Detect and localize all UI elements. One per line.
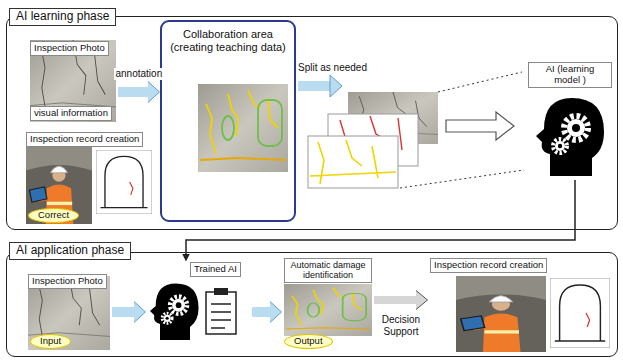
connector-arrow xyxy=(374,296,416,304)
photo-caption: Inspection record creation xyxy=(430,258,547,273)
photo-caption: Inspection record creation xyxy=(26,132,143,147)
photo-caption: Inspection Photo xyxy=(28,274,107,289)
inspection-photo xyxy=(30,40,116,122)
connector-label: Decision Support xyxy=(375,314,427,337)
clipboard-clip xyxy=(214,288,228,295)
photo-card: Automatic damage identificationOutput xyxy=(282,258,374,352)
connector-arrow xyxy=(112,307,134,317)
inspector-photo xyxy=(26,146,92,224)
ai-model-group: AI (learning model ) xyxy=(526,60,616,180)
clipboard xyxy=(206,292,236,334)
trained-ai-head-icon xyxy=(150,283,199,340)
badge-label: Correct xyxy=(28,208,79,223)
annotated-photo xyxy=(198,84,288,172)
split-image-lines xyxy=(310,140,396,184)
step-label: Split as needed xyxy=(296,62,369,74)
split-arrow-head xyxy=(330,75,342,97)
photo-caption: Automatic damage identification xyxy=(284,258,372,283)
photo-card: Inspection PhotoInput xyxy=(26,272,112,352)
connector-arrow xyxy=(186,180,575,254)
split-arrow-shaft xyxy=(298,81,330,91)
area-heading: Collaboration area (creating teaching da… xyxy=(164,28,292,53)
record-drawing xyxy=(96,150,152,214)
training-arrow xyxy=(446,112,514,140)
phase-tab: AI learning phase xyxy=(9,8,116,26)
phase-panel: AI application phaseInspection PhotoInpu… xyxy=(6,252,618,357)
connector-arrow xyxy=(118,87,148,97)
collaboration-area: Collaboration area (creating teaching da… xyxy=(160,20,296,222)
dotted-leader xyxy=(438,72,522,92)
badge-label: Input xyxy=(30,334,71,349)
clipboard-lines xyxy=(211,304,231,328)
photo-caption: visual information xyxy=(30,106,112,121)
damage-output-photo xyxy=(284,284,372,336)
dotted-leader xyxy=(400,170,524,188)
photo-card: Inspection Photo visual information xyxy=(28,38,118,124)
trained-ai-group: Trained AI xyxy=(146,262,252,344)
ai-head-icon xyxy=(536,98,604,176)
badge-label: Output xyxy=(284,334,333,349)
record-drawing xyxy=(550,278,610,348)
connector-label: annotation xyxy=(114,68,165,80)
photo-card: Inspection record creationCorrect xyxy=(22,130,156,226)
connector-arrow xyxy=(252,307,270,317)
inspector-photo xyxy=(456,276,546,352)
photo-caption: Inspection Photo xyxy=(30,41,109,56)
ai-model-box: AI (learning model ) xyxy=(528,62,612,88)
photo-card: Inspection record creation xyxy=(428,258,614,352)
split-image xyxy=(308,136,398,188)
ai-caption: Trained AI xyxy=(190,262,241,277)
phase-tab: AI application phase xyxy=(9,242,131,260)
phase-panel: AI learning phaseInspection Photovisual … xyxy=(6,16,618,230)
